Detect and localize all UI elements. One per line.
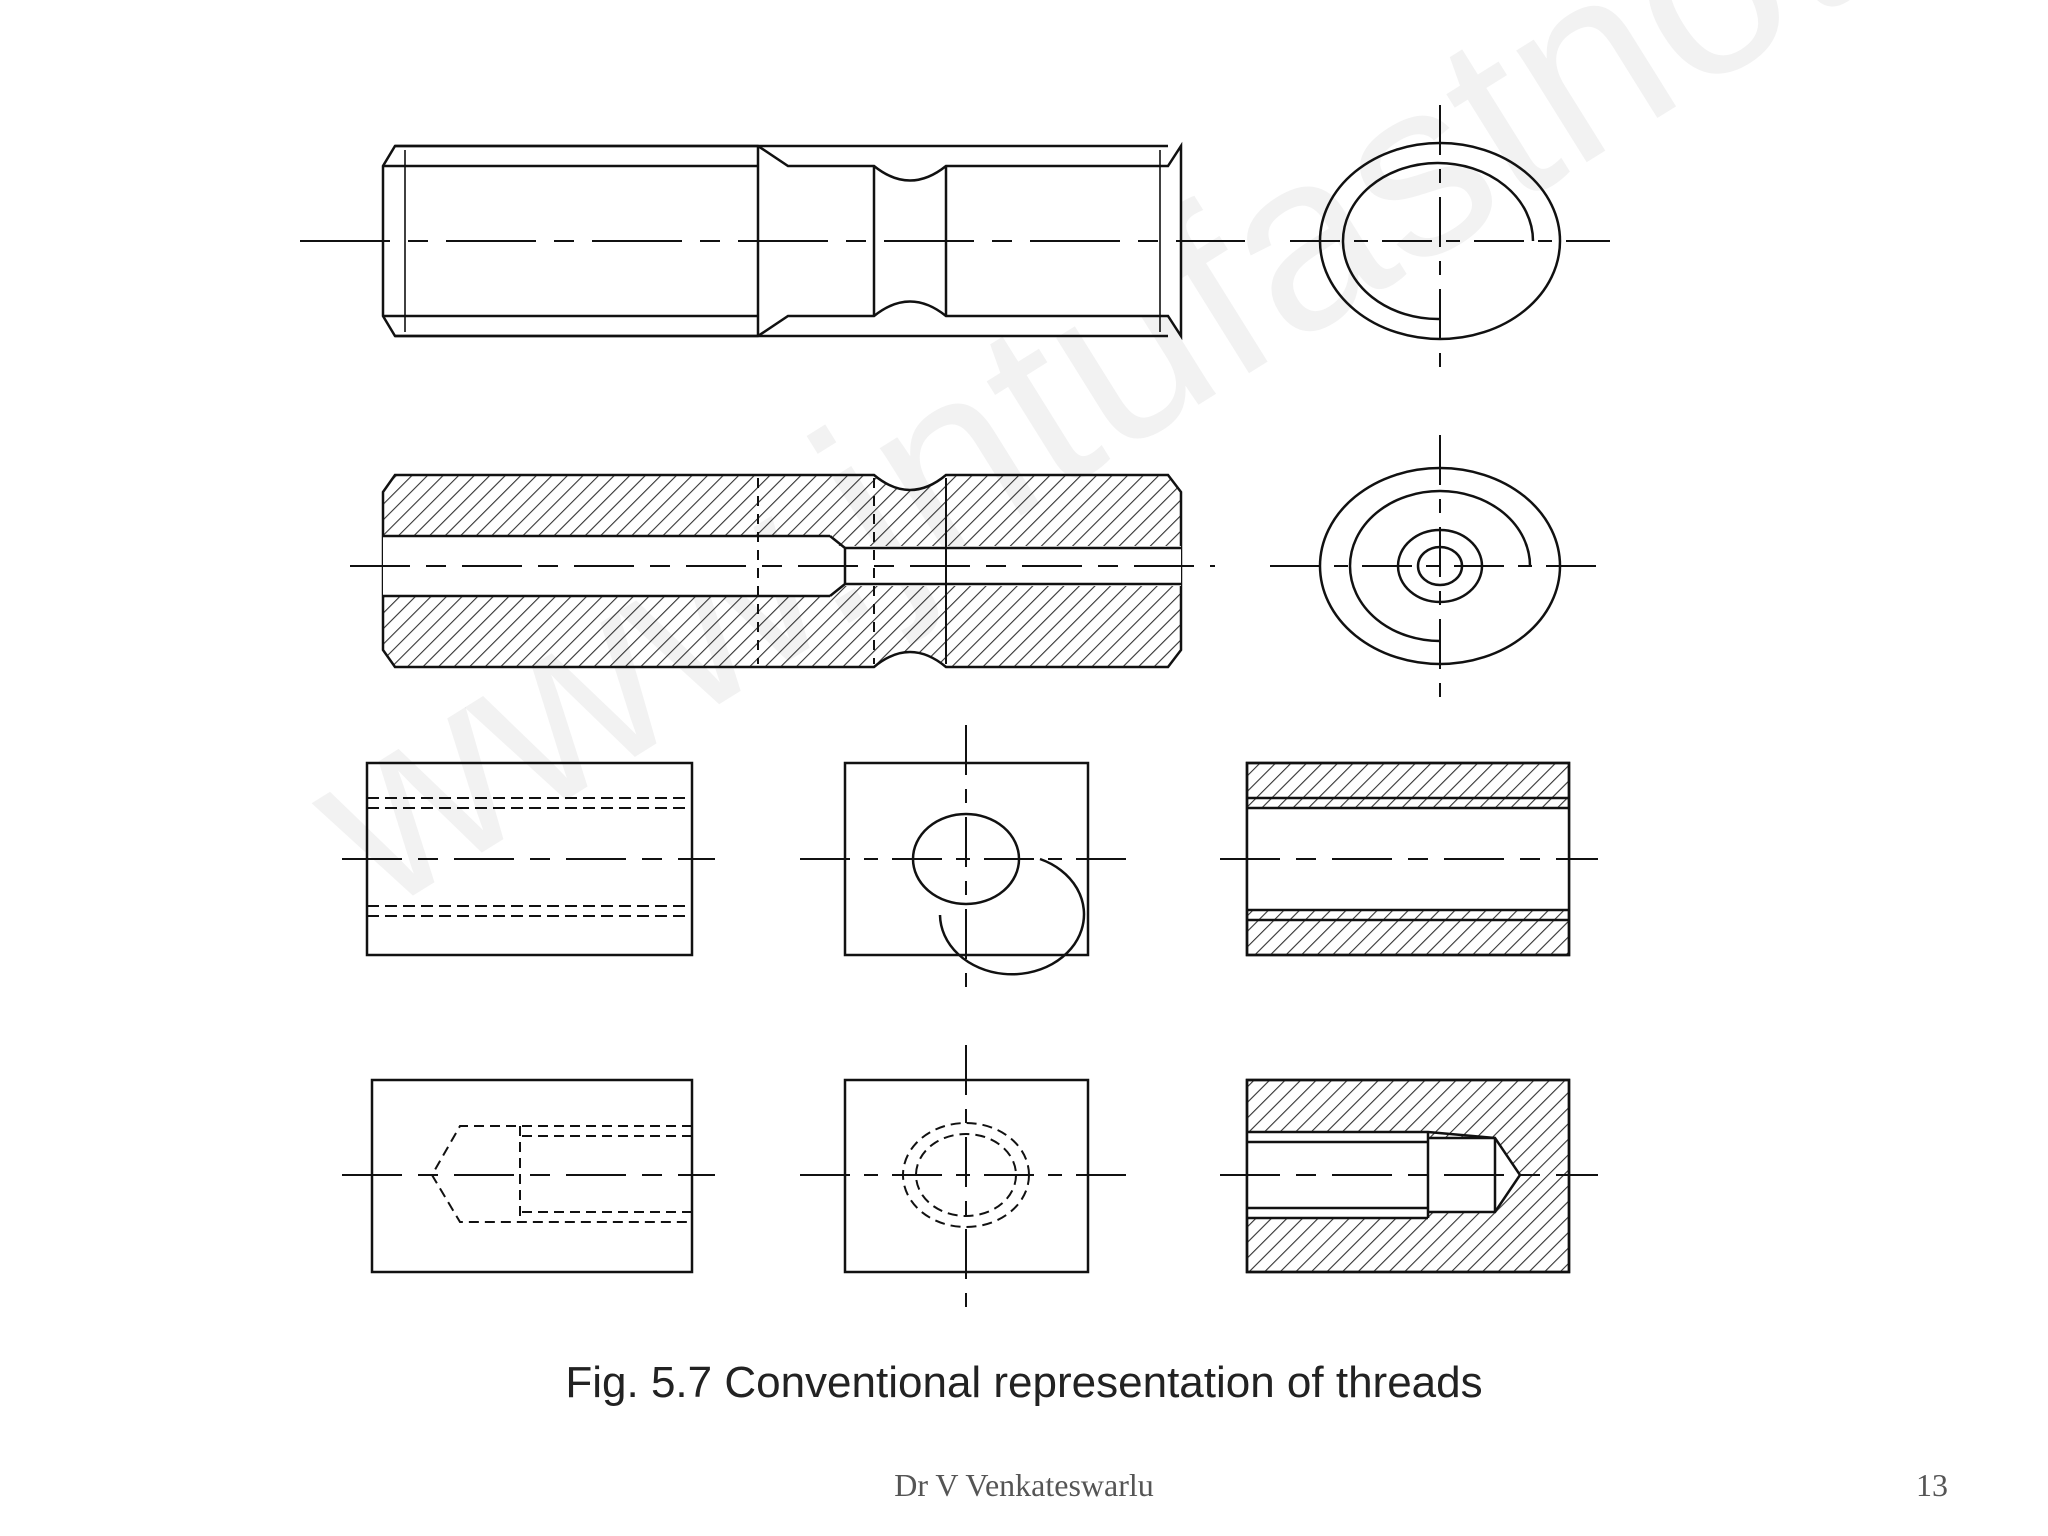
footer-author: Dr V Venkateswarlu: [894, 1467, 1154, 1503]
stud-external-thread-elevation: [300, 141, 1245, 341]
blind-hole-end-view: [800, 1045, 1135, 1310]
blind-hole-section: [1220, 1078, 1598, 1274]
blind-hole-elevation: [342, 1078, 715, 1274]
page-number: 13: [1916, 1467, 1948, 1503]
through-hole-elevation: [342, 761, 715, 957]
stud-section-end-view: [1270, 435, 1610, 705]
through-hole-section: [1220, 761, 1598, 957]
through-hole-end-view: [800, 725, 1135, 992]
stud-end-view: [1290, 105, 1610, 375]
figure-caption: Fig. 5.7 Conventional representation of …: [565, 1358, 1483, 1407]
stud-sectional-elevation: [350, 473, 1215, 669]
